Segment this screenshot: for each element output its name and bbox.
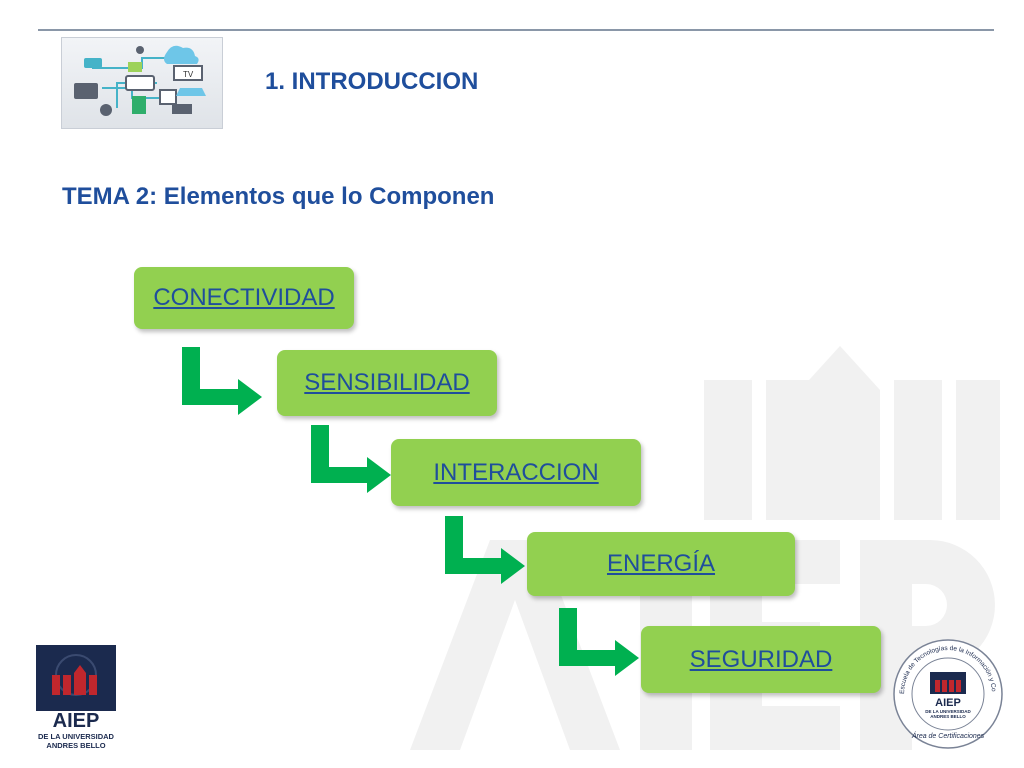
step-energia[interactable]: ENERGÍA (527, 532, 795, 596)
bent-arrow-icon (559, 608, 639, 676)
bent-arrow-icon (182, 347, 262, 415)
top-rule (38, 29, 994, 31)
iot-illustration: TV (61, 37, 223, 129)
step-link-sensibilidad[interactable]: SENSIBILIDAD (304, 369, 470, 396)
logo-name: AIEP (53, 710, 100, 732)
bent-arrow-icon (311, 425, 391, 493)
seal-bottom-text: Área de Certificaciones (911, 731, 985, 740)
step-link-conectividad[interactable]: CONECTIVIDAD (153, 284, 335, 311)
seal-center-line1: DE LA UNIVERSIDAD (925, 709, 971, 714)
aiep-logo: AIEP DE LA UNIVERSIDAD ANDRES BELLO (36, 645, 116, 750)
iot-devices-icon: TV (74, 45, 206, 116)
step-link-interaccion[interactable]: INTERACCION (433, 458, 599, 486)
certification-seal: Escuela de Tecnologías de la Información… (892, 638, 1003, 749)
topic-subtitle: TEMA 2: Elementos que lo Componen (62, 183, 495, 210)
logo-line1: DE LA UNIVERSIDAD (38, 732, 115, 741)
step-conectividad[interactable]: CONECTIVIDAD (134, 267, 354, 329)
tv-label: TV (183, 70, 194, 79)
step-interaccion[interactable]: INTERACCION (391, 439, 641, 506)
step-link-seguridad[interactable]: SEGURIDAD (689, 645, 833, 673)
seal-center-line2: ANDRES BELLO (930, 714, 966, 719)
step-link-energia[interactable]: ENERGÍA (606, 550, 716, 577)
logo-line2: ANDRES BELLO (46, 741, 105, 750)
seal-center-name: AIEP (935, 697, 961, 709)
step-sensibilidad[interactable]: SENSIBILIDAD (277, 350, 497, 416)
bent-arrow-icon (445, 516, 525, 584)
step-seguridad[interactable]: SEGURIDAD (641, 626, 881, 693)
slide-title: 1. INTRODUCCION (265, 68, 479, 95)
